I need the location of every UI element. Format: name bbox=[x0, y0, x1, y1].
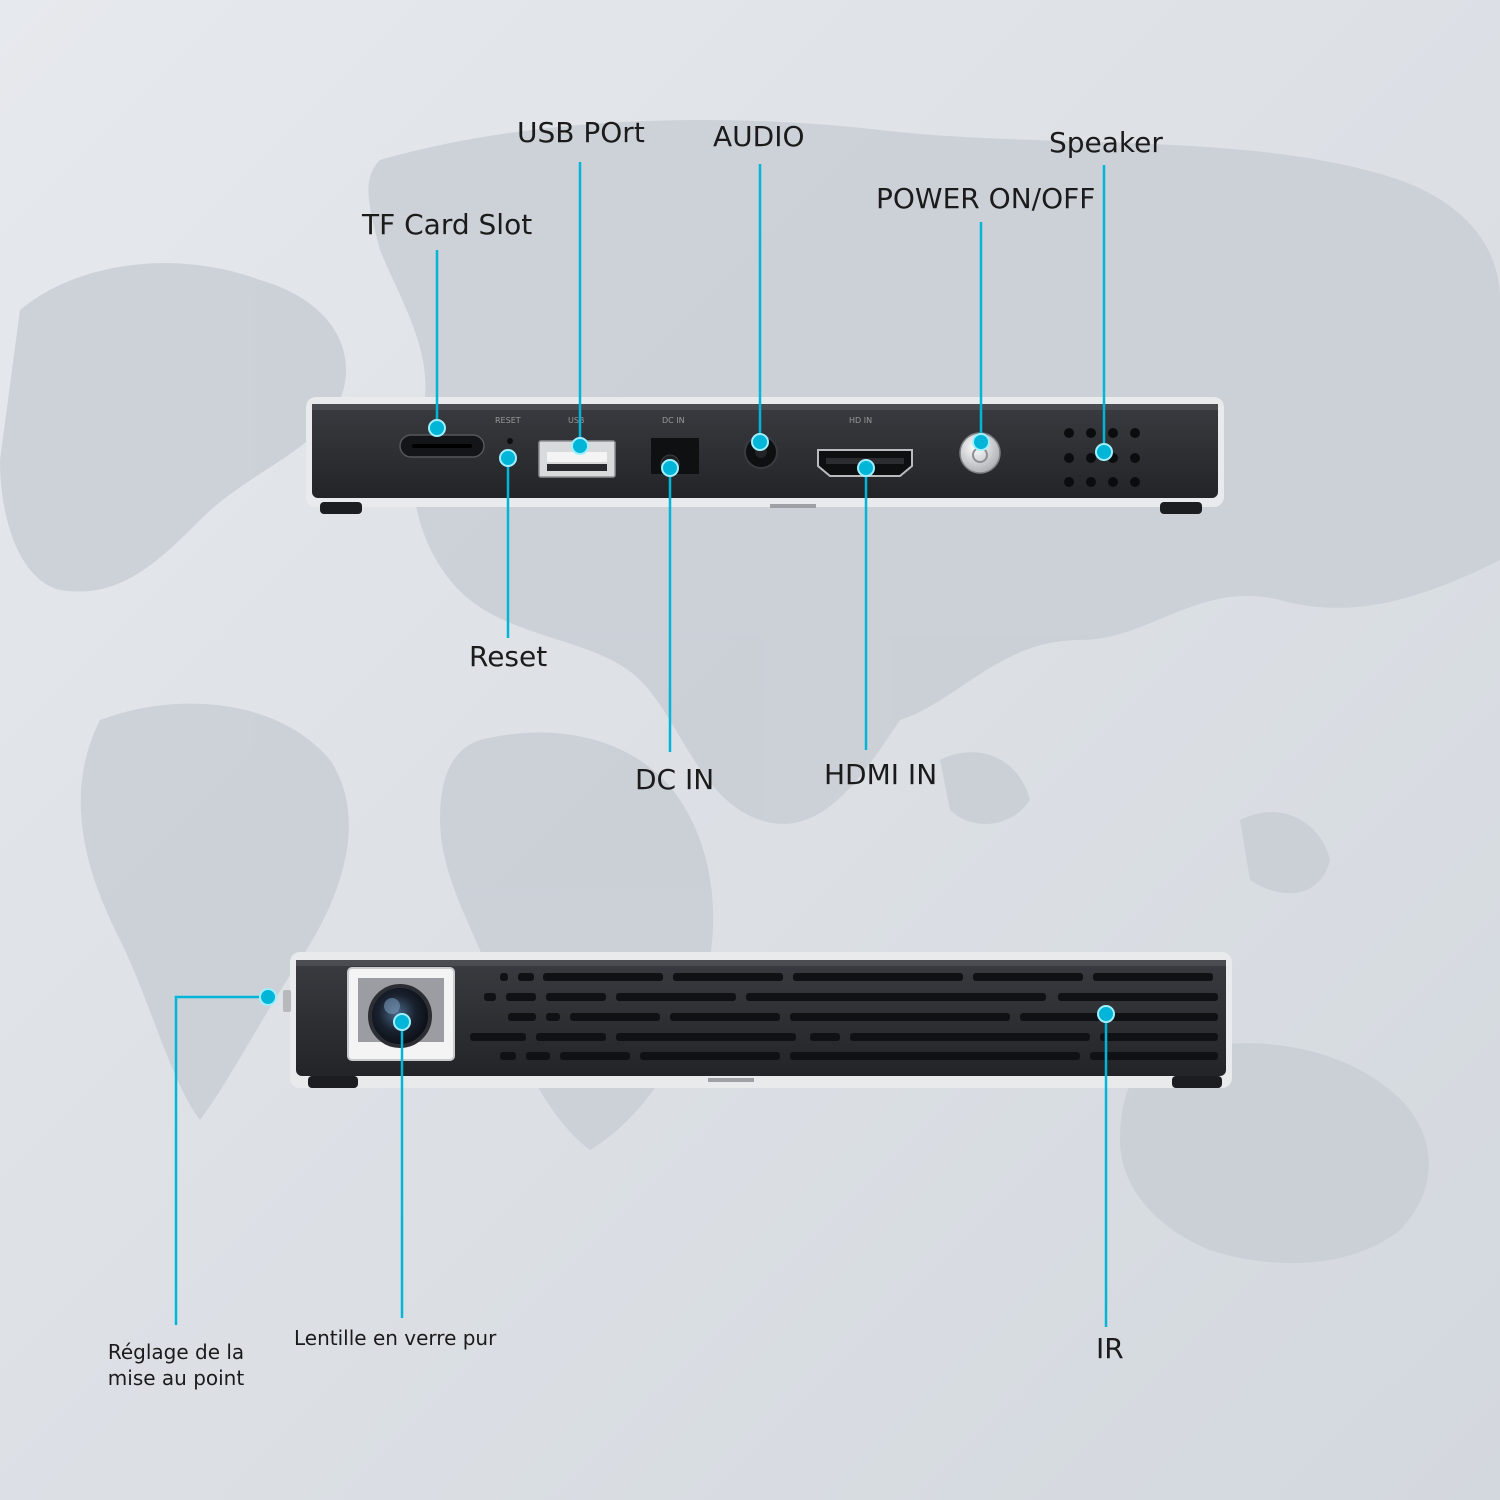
reset-hole bbox=[507, 438, 513, 444]
vent-slots bbox=[470, 973, 1218, 1060]
foot bbox=[320, 502, 362, 514]
focus-adjust-label-line2: mise au point bbox=[107, 1366, 245, 1390]
silkscreen-reset: RESET bbox=[495, 416, 521, 425]
speaker-label: Speaker bbox=[1049, 126, 1163, 159]
speaker-grille bbox=[1064, 428, 1140, 487]
rear-panel-device: RESET USB DC IN HD IN bbox=[306, 397, 1224, 514]
callout-dots bbox=[259, 419, 1115, 1031]
lens-label: Lentille en verre pur bbox=[294, 1326, 497, 1350]
foot bbox=[1160, 502, 1202, 514]
silkscreen-dc-in: DC IN bbox=[662, 416, 685, 425]
front-panel-device bbox=[283, 952, 1232, 1088]
ir-label: IR bbox=[1096, 1332, 1124, 1365]
hdmi-in-label: HDMI IN bbox=[824, 758, 938, 791]
audio-label: AUDIO bbox=[713, 120, 805, 153]
foot bbox=[308, 1076, 358, 1088]
power-button-label: POWER ON/OFF bbox=[876, 182, 1096, 215]
focus-adjust-label: Réglage de la mise au point bbox=[96, 1339, 256, 1391]
reset-label: Reset bbox=[469, 640, 548, 673]
focus-wheel bbox=[283, 990, 291, 1012]
foot bbox=[1172, 1076, 1222, 1088]
callout-leaders bbox=[174, 162, 1108, 1327]
silkscreen-usb: USB bbox=[568, 416, 584, 425]
dc-in-label: DC IN bbox=[635, 763, 715, 796]
silkscreen-hd-in: HD IN bbox=[849, 416, 872, 425]
tf-card-slot-label: TF Card Slot bbox=[362, 208, 533, 241]
focus-adjust-label-line1: Réglage de la bbox=[107, 1340, 245, 1364]
usb-port-label: USB POrt bbox=[517, 116, 645, 149]
